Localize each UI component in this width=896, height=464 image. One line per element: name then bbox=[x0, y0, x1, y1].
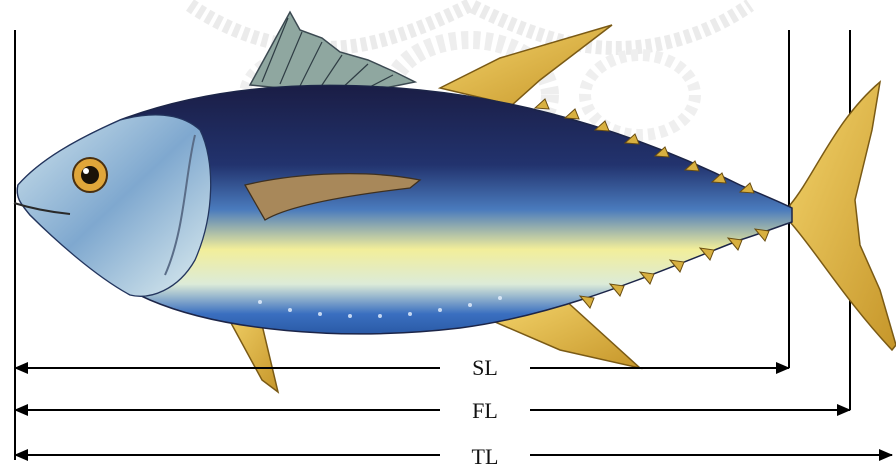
fish-head bbox=[17, 115, 210, 296]
measurement-sl: SL bbox=[15, 355, 789, 380]
first-dorsal-fin bbox=[250, 12, 415, 95]
tl-label: TL bbox=[472, 444, 499, 464]
measurement-tl: TL bbox=[15, 444, 892, 464]
sl-label: SL bbox=[472, 355, 498, 380]
measurement-fl: FL bbox=[15, 398, 850, 423]
caudal-fin bbox=[790, 82, 896, 350]
fl-label: FL bbox=[472, 398, 498, 423]
tuna-illustration bbox=[14, 12, 896, 392]
